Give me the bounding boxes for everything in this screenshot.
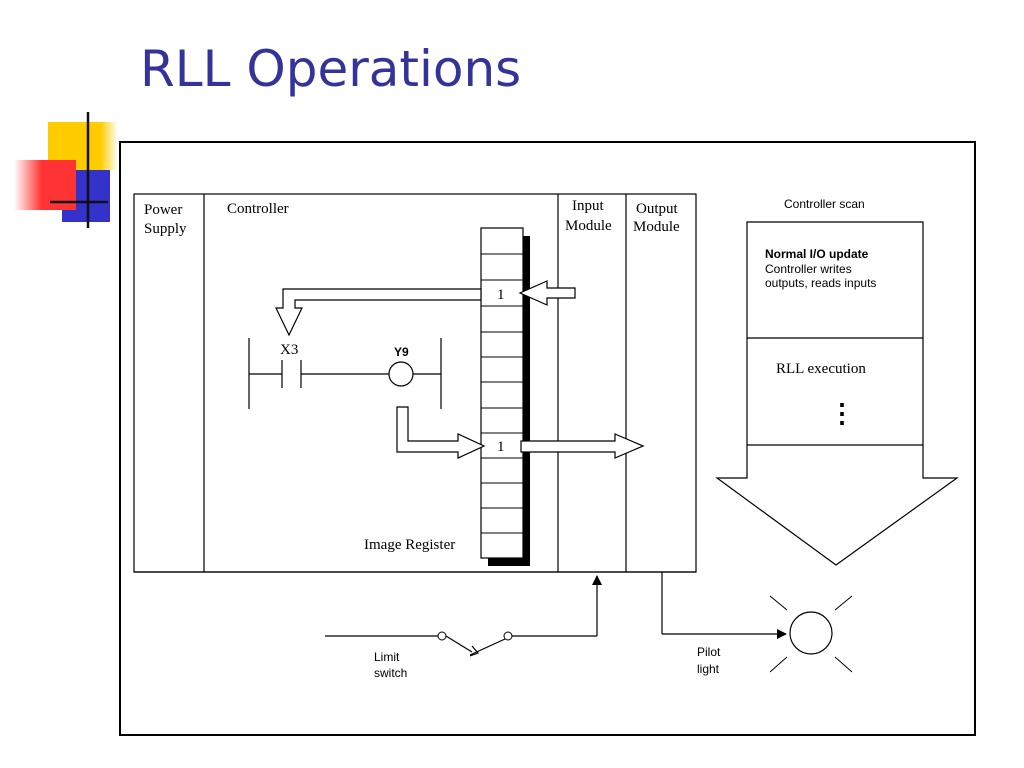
rll-execution-label: RLL execution [776,361,866,377]
register-bit-output: 1 [497,439,505,455]
pilot-light-label-1: Pilot [697,645,721,659]
input-module-label-2: Module [565,218,612,234]
power-supply-label-1: Power [144,202,182,218]
controller-scan-arrow [715,221,959,566]
io-update-text-1: Controller writes [765,262,852,276]
io-update-text-2: outputs, reads inputs [765,276,876,290]
controller-label: Controller [227,201,289,217]
image-register [480,227,530,566]
register-to-contact-arrow [275,288,482,337]
io-update-heading: Normal I/O update [765,247,869,261]
output-module-label-2: Module [633,219,680,235]
image-register-label: Image Register [364,537,455,553]
input-module-label-1: Input [572,198,604,214]
register-to-output-arrow [520,433,645,459]
rll-execution-ellipsis: ⋮ [829,399,855,428]
contact-x3-label: X3 [280,342,298,358]
controller-scan-title: Controller scan [784,197,865,211]
coil-y9 [388,361,414,387]
limit-switch-label-1: Limit [374,650,400,664]
limit-switch [325,575,602,657]
ladder-rung [248,338,442,409]
pilot-light-label-2: light [697,662,720,676]
corner-decoration [14,112,118,228]
pilot-light [661,572,853,673]
power-supply-label-2: Supply [144,221,187,237]
output-module-label-1: Output [636,201,679,217]
coil-y9-label: Y9 [394,345,409,359]
register-bit-input: 1 [497,287,505,303]
slide-title: RLL Operations [140,40,522,98]
input-to-register-arrow [518,280,576,306]
pilot-light-bulb [789,611,833,655]
limit-switch-label-2: switch [374,666,407,680]
coil-to-register-arrow [396,406,486,459]
